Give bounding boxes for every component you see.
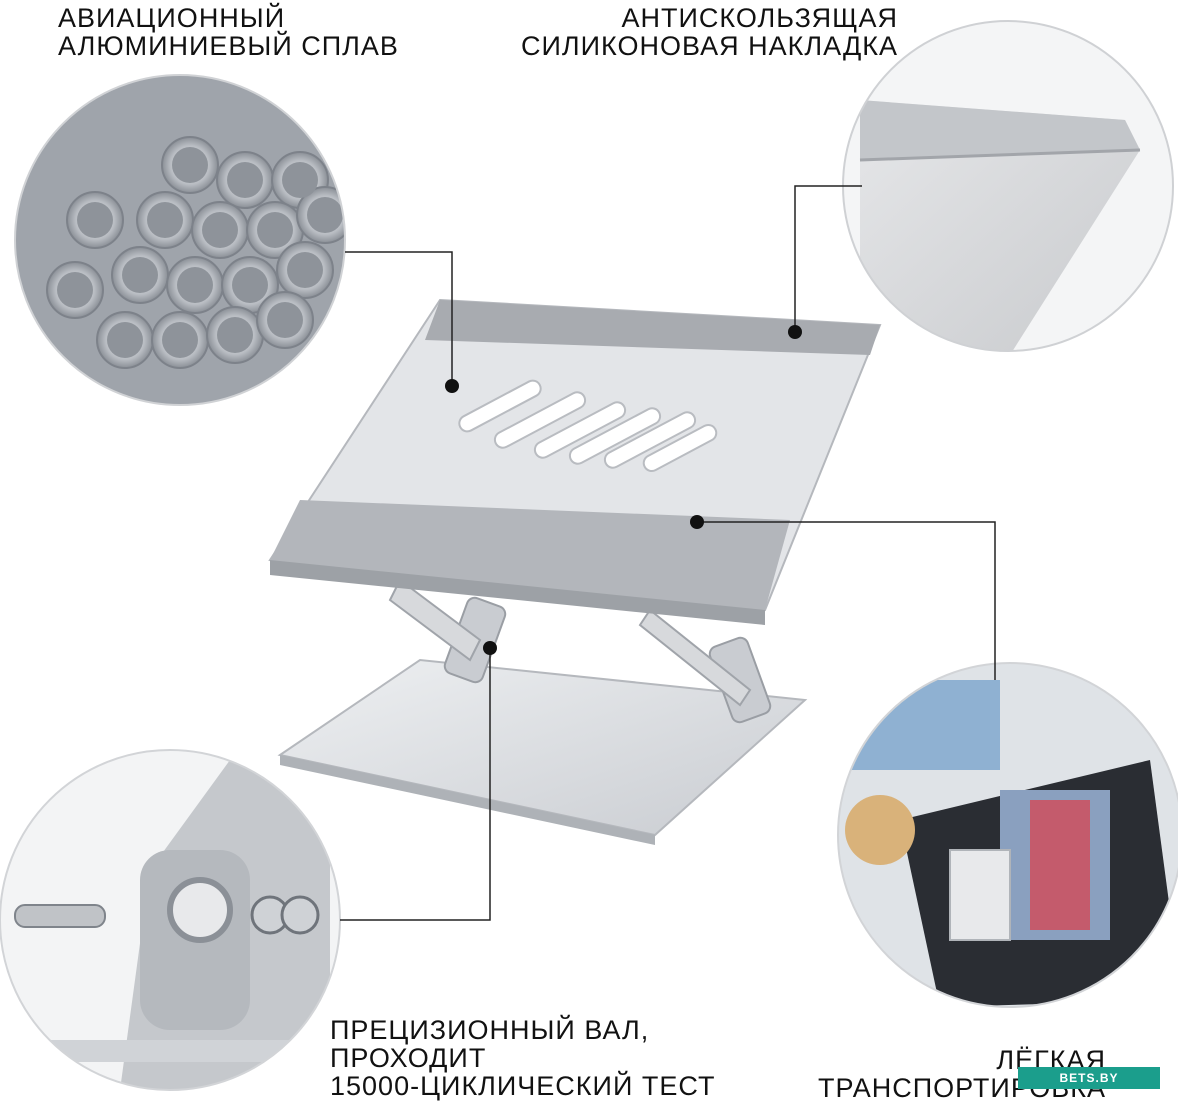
- caption-alloy: АВИАЦИОННЫЙ АЛЮМИНИЕВЫЙ СПЛАВ: [58, 4, 399, 60]
- aluminum-tubes-image: [14, 74, 346, 406]
- caption-alloy-line-1: АВИАЦИОННЫЙ: [58, 3, 286, 33]
- laptop-stand-image: [268, 298, 882, 845]
- shaft-hinge-image: [0, 749, 341, 1091]
- callout-dots: [445, 325, 802, 655]
- caption-alloy-line-2: АЛЮМИНИЕВЫЙ СПЛАВ: [58, 31, 399, 61]
- suitcase-travel-image: [837, 662, 1178, 1008]
- callout-lines: [340, 185, 996, 921]
- caption-shaft-line-3: 15000-ЦИКЛИЧЕСКИЙ ТЕСТ: [330, 1071, 716, 1101]
- silicone-pad-image: [842, 20, 1174, 352]
- caption-shaft: ПРЕЦИЗИОННЫЙ ВАЛ, ПРОХОДИТ 15000-ЦИКЛИЧЕ…: [330, 1016, 715, 1100]
- caption-pad-line-2: СИЛИКОНОВАЯ НАКЛАДКА: [521, 31, 898, 61]
- caption-pad: АНТИСКОЛЬЗЯЩАЯ СИЛИКОНОВАЯ НАКЛАДКА: [521, 4, 898, 60]
- watermark-badge: BETS.BY: [1018, 1067, 1160, 1089]
- caption-pad-line-1: АНТИСКОЛЬЗЯЩАЯ: [621, 3, 898, 33]
- caption-shaft-line-1: ПРЕЦИЗИОННЫЙ ВАЛ,: [330, 1015, 650, 1045]
- caption-shaft-line-2: ПРОХОДИТ: [330, 1043, 487, 1073]
